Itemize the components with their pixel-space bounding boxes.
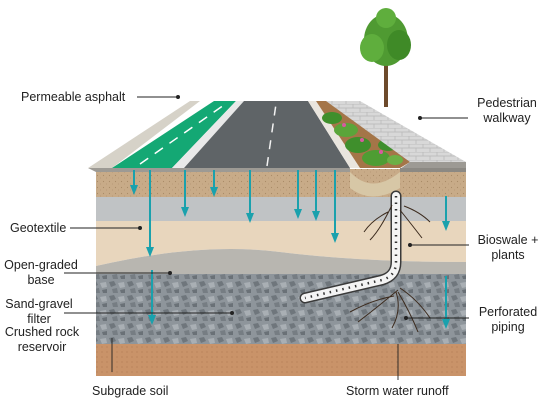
label-permeable-asphalt: Permeable asphalt	[21, 90, 126, 104]
label-base-line2: base	[27, 273, 55, 287]
subgrade-soil-layer	[96, 344, 466, 376]
pedestrian-walkway	[326, 101, 466, 172]
perforated-pipe	[299, 190, 402, 304]
label-open-graded-line1: Open-graded	[4, 258, 78, 272]
label-sand-gravel-filter: Sand-gravel filter	[0, 297, 78, 327]
road-front-edge	[88, 168, 350, 172]
crushed-rock-reservoir-layer	[96, 274, 466, 344]
bioswale	[316, 101, 410, 197]
label-piping-line2: piping	[491, 320, 525, 334]
sand-gravel-band	[96, 249, 466, 274]
permeable-asphalt-lanes	[184, 101, 350, 168]
open-graded-base-layer	[96, 221, 466, 266]
label-geotextile: Geotextile	[10, 221, 67, 235]
soil-cross-section	[96, 169, 466, 376]
geotextile-layer	[96, 197, 466, 221]
label-crushed-rock-reservoir: Crushed rock reservoir	[0, 325, 84, 355]
label-reservoir-line2: reservoir	[17, 340, 67, 354]
label-pedestrian-walkway: Pedestrian walkway	[468, 96, 546, 126]
label-storm-water-runoff: Storm water runoff	[346, 384, 449, 398]
label-filter-line2: filter	[27, 312, 51, 326]
plant-roots	[349, 204, 431, 333]
label-plants-line2: plants	[491, 248, 525, 262]
right-curb	[308, 101, 360, 168]
left-shoulder	[88, 101, 200, 168]
label-bioswale-plants: Bioswale + plants	[470, 233, 546, 263]
road-surface	[88, 101, 360, 172]
label-perforated-piping: Perforated piping	[470, 305, 546, 335]
label-bioswale-line1: Bioswale +	[477, 233, 539, 247]
leader-lines	[64, 96, 469, 380]
water-flow-arrows	[130, 170, 450, 329]
label-open-graded-base: Open-graded base	[0, 258, 82, 288]
label-sand-gravel-line1: Sand-gravel	[5, 297, 73, 311]
center-line	[266, 103, 277, 167]
label-walkway-line2: walkway	[483, 111, 531, 125]
label-pedestrian-line1: Pedestrian	[477, 96, 537, 110]
label-crushed-rock-line1: Crushed rock	[4, 325, 80, 339]
sandy-soil-layer	[96, 169, 466, 197]
lane-divider	[172, 101, 244, 168]
tree	[360, 8, 411, 107]
label-perforated-line1: Perforated	[478, 305, 538, 319]
label-subgrade-soil: Subgrade soil	[92, 384, 169, 398]
